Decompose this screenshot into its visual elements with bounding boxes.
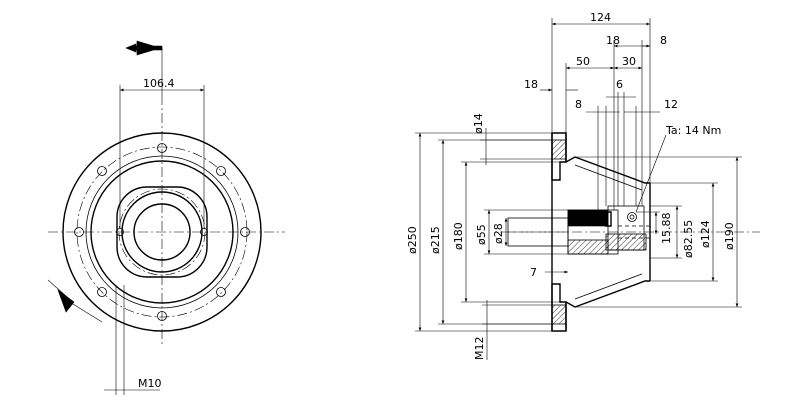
bolt-hole [216,287,226,297]
torque-label: Ta: 14 Nm [665,124,721,137]
side-view: Ta: 14 Nm 124 18 8 50 30 18 8 6 12 [406,11,760,360]
flange-bolt-holes [74,143,250,321]
clamp-slot [601,211,612,227]
flange-hole-upper [551,139,567,160]
dim-d190: ø190 [723,222,736,250]
dim-50: 50 [576,55,590,68]
flange-step-circle [85,155,239,309]
thread-label-front: M10 [138,377,162,390]
dim-d55: ø55 [475,224,488,245]
cone-lower [565,280,650,308]
clamp-screw [627,212,637,222]
dim-12: 12 [664,98,678,111]
flange-spigot-circle [90,160,234,304]
dim-d82-55: ø82.55 [682,220,695,258]
dim-total-length: 124 [590,11,611,24]
section-arrow-tail [47,279,67,297]
dim-7: 7 [530,266,537,279]
dim-bolt-spacing: 106.4 [143,77,175,90]
dim-d28: ø28 [492,223,505,244]
inner-hole [200,228,208,236]
inner-adapter-outline [116,186,208,278]
bolt-circle [76,146,248,318]
bolt-hole [97,166,107,176]
dim-d124: ø124 [699,220,712,248]
dim-18-top: 18 [606,34,620,47]
dim-30: 30 [622,55,636,68]
dim-d250: ø250 [406,226,419,254]
inner-bolt-circle [118,188,206,276]
dim-15-88: 15.88 [660,213,673,245]
inner-bore-outer [121,191,203,273]
flange-outer-circle [62,132,262,332]
cone-inner-lower [574,273,643,300]
cone-inner-upper [574,164,643,191]
bolt-hole [74,227,84,237]
clamp-hub-body [567,209,619,255]
section-arrow-bottom-icon [57,289,75,313]
coupling-sleeve [607,205,645,251]
bolt-hole [157,143,167,153]
coupling-ring [605,233,647,251]
clamp-screw-head [629,214,635,220]
inner-hole [116,228,124,236]
clamp-hub-lower [567,239,609,255]
dim-8-top: 8 [660,34,667,47]
bolt-hole [240,227,250,237]
dim-18-left: 18 [524,78,538,91]
bolt-hole [97,287,107,297]
dim-d215: ø215 [429,226,442,254]
torque-leader [635,134,667,213]
bolt-hole [157,311,167,321]
thread-label-side: M12 [473,337,486,361]
dim-hole: ø14 [472,113,485,134]
cone-upper [565,156,650,184]
front-view: 106.4 M10 [47,40,285,395]
flange-hole-lower [551,304,567,325]
dim-d180: ø180 [452,222,465,250]
inner-bore [133,203,191,261]
bolt-hole [216,166,226,176]
dim-8-mid: 8 [575,98,582,111]
section-arrow-head-top-icon [136,40,162,56]
dim-6: 6 [616,78,623,91]
